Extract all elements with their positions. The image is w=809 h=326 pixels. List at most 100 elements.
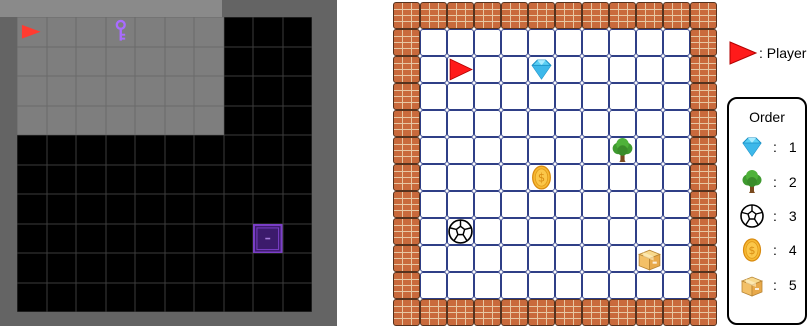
grid-cell xyxy=(17,165,47,195)
grid-cell xyxy=(283,17,313,47)
brick-wall-tile xyxy=(609,2,636,29)
brick-wall-tile xyxy=(636,299,663,326)
grid-cell xyxy=(76,194,106,224)
brick-wall-tile xyxy=(690,56,717,83)
floor-tile xyxy=(501,191,528,218)
floor-tile xyxy=(582,218,609,245)
brick-wall-tile xyxy=(555,299,582,326)
grid-cell xyxy=(106,135,136,165)
floor-tile xyxy=(447,191,474,218)
grid-cell xyxy=(165,76,195,106)
grid-cell xyxy=(47,283,77,313)
grid-cell xyxy=(47,17,77,47)
brick-wall-tile xyxy=(663,299,690,326)
grid-cell xyxy=(283,76,313,106)
grid-cell xyxy=(253,253,283,283)
floor-tile xyxy=(501,110,528,137)
floor-tile xyxy=(663,218,690,245)
floor-tile xyxy=(555,56,582,83)
brick-wall-tile xyxy=(690,110,717,137)
floor-tile xyxy=(528,272,555,299)
floor-tile xyxy=(609,56,636,83)
player-legend: : Player xyxy=(728,39,806,67)
floor-tile xyxy=(555,110,582,137)
brick-wall-tile xyxy=(474,2,501,29)
grid-cell xyxy=(283,106,313,136)
floor-tile xyxy=(663,272,690,299)
grid-cell xyxy=(17,194,47,224)
floor-tile xyxy=(447,137,474,164)
grid-cell xyxy=(135,106,165,136)
order-legend: Order : 1 : 2 : 3 $ : 4 : 5 xyxy=(727,97,807,325)
floor-tile xyxy=(528,245,555,272)
brick-wall-tile xyxy=(393,29,420,56)
floor-tile xyxy=(420,218,447,245)
floor-tile xyxy=(474,164,501,191)
grid-cell xyxy=(47,47,77,77)
grid-cell xyxy=(17,253,47,283)
order-number: 5 xyxy=(789,277,797,293)
grid-cell xyxy=(253,194,283,224)
grid-cell xyxy=(194,17,224,47)
brick-wall-tile xyxy=(474,299,501,326)
brick-wall-tile xyxy=(690,218,717,245)
floor-tile xyxy=(528,191,555,218)
floor-tile xyxy=(501,56,528,83)
floor-tile xyxy=(474,29,501,56)
grid-cell xyxy=(194,194,224,224)
grid-cell xyxy=(224,106,254,136)
floor-tile xyxy=(420,110,447,137)
grid-cell xyxy=(47,165,77,195)
floor-tile xyxy=(663,83,690,110)
grid-cell xyxy=(194,283,224,313)
floor-tile xyxy=(636,56,663,83)
floor-tile xyxy=(663,110,690,137)
grid-cell xyxy=(253,106,283,136)
floor-tile xyxy=(555,191,582,218)
grid-cell xyxy=(165,224,195,254)
grid-cell xyxy=(76,106,106,136)
grid-cell xyxy=(135,194,165,224)
floor-tile xyxy=(474,83,501,110)
brick-wall-tile xyxy=(663,2,690,29)
grid-cell xyxy=(194,224,224,254)
floor-tile xyxy=(420,191,447,218)
floor-tile xyxy=(528,218,555,245)
box-icon xyxy=(636,245,663,272)
floor-tile xyxy=(474,245,501,272)
brick-wall-tile xyxy=(393,110,420,137)
floor-tile xyxy=(555,137,582,164)
brick-wall-tile xyxy=(393,299,420,326)
grid-cell xyxy=(17,283,47,313)
grid-cell xyxy=(253,47,283,77)
coin-icon: $ xyxy=(739,237,765,263)
grid-cell xyxy=(165,194,195,224)
grid-cell xyxy=(106,253,136,283)
grid-cell xyxy=(165,135,195,165)
grid-cell xyxy=(194,106,224,136)
grid-cell xyxy=(17,17,47,47)
grid-cell xyxy=(76,165,106,195)
grid-cell xyxy=(17,106,47,136)
brick-wall-tile xyxy=(393,191,420,218)
grid-cell xyxy=(106,17,136,47)
grid-cell xyxy=(194,165,224,195)
box-icon xyxy=(739,272,765,298)
grid-cell xyxy=(135,17,165,47)
floor-tile xyxy=(501,83,528,110)
grid-cell xyxy=(283,165,313,195)
brick-wall-tile xyxy=(528,299,555,326)
floor-tile xyxy=(636,83,663,110)
brick-wall-tile xyxy=(393,164,420,191)
floor-tile xyxy=(501,218,528,245)
floor-tile xyxy=(609,110,636,137)
grid-cell xyxy=(224,17,254,47)
brick-wall-tile xyxy=(690,164,717,191)
floor-tile xyxy=(636,110,663,137)
grid-cell xyxy=(76,283,106,313)
grid-cell xyxy=(76,47,106,77)
floor-tile xyxy=(447,272,474,299)
order-row: : 5 xyxy=(739,271,797,299)
floor-tile xyxy=(555,164,582,191)
grid-cell xyxy=(17,47,47,77)
